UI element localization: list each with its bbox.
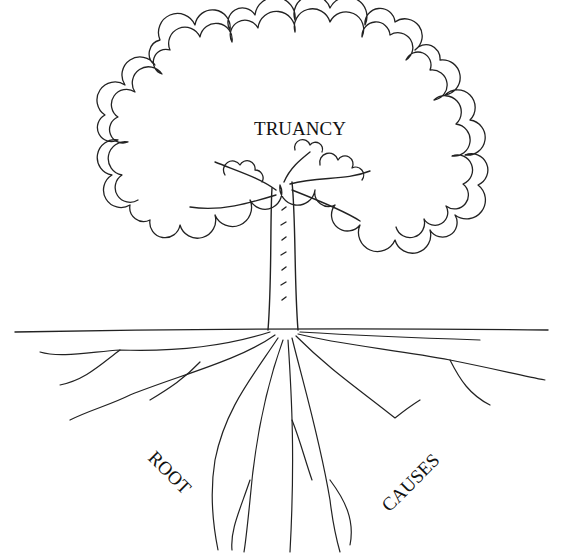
root-label: ROOT xyxy=(145,447,195,497)
canopy xyxy=(97,0,488,253)
tree-label: TRUANCY xyxy=(254,119,346,138)
ground-line xyxy=(15,329,548,332)
roots xyxy=(40,332,545,552)
root-label: CAUSES xyxy=(378,450,443,515)
trunk-and-branches xyxy=(190,152,370,330)
